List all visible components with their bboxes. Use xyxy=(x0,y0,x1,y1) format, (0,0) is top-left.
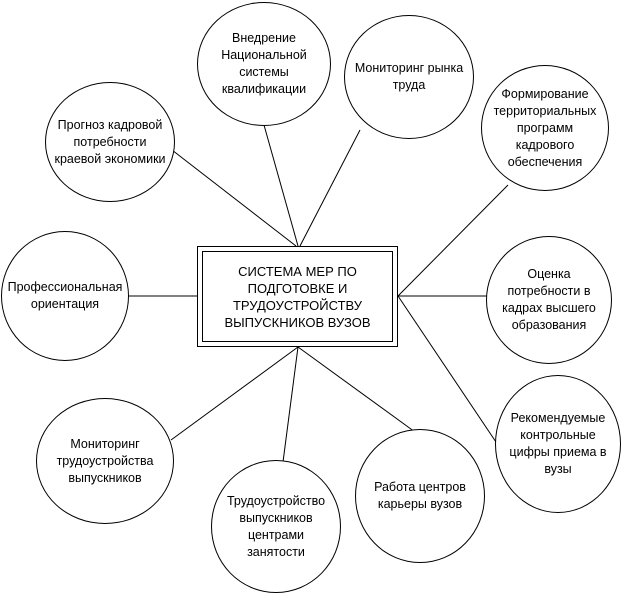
node-nsk: Внедрение Национальной системы квалифика… xyxy=(197,2,331,126)
node-label: Работа центров карьеры вузов xyxy=(374,480,466,511)
node-label: Рекомендуемые контрольные цифры приема в… xyxy=(509,411,607,476)
connector-labor-market xyxy=(299,129,361,247)
node-label: Мониторинг рынка труда xyxy=(354,61,464,92)
node-label: Профессиональная ориентация xyxy=(7,280,123,311)
node-admission: Рекомендуемые контрольные цифры приема в… xyxy=(495,375,621,513)
node-label: Трудоустройство выпускников центрами зан… xyxy=(226,493,326,559)
connector-career-centers xyxy=(297,346,416,433)
node-label: Мониторинг трудоустройства выпускников xyxy=(56,436,154,485)
node-label: Внедрение Национальной системы квалифика… xyxy=(221,31,307,96)
connector-admission xyxy=(397,295,501,449)
node-label: Оценка потребности в кадрах высшего обра… xyxy=(502,267,596,332)
node-label: Прогноз кадровой потребности краевой эко… xyxy=(54,117,166,166)
central-box-inner: СИСТЕМА МЕР ПО ПОДГОТОВКЕ И ТРУДОУСТРОЙС… xyxy=(202,251,393,342)
connector-grad-monitoring xyxy=(170,346,299,441)
node-higher-ed: Оценка потребности в кадрах высшего обра… xyxy=(486,236,612,364)
connector-territorial xyxy=(397,184,509,297)
central-title: СИСТЕМА МЕР ПО ПОДГОТОВКЕ И ТРУДОУСТРОЙС… xyxy=(224,263,371,330)
central-box: СИСТЕМА МЕР ПО ПОДГОТОВКЕ И ТРУДОУСТРОЙС… xyxy=(197,246,398,347)
node-career-centers: Работа центров карьеры вузов xyxy=(355,429,485,563)
node-label: Формирование территориальных программ ка… xyxy=(493,86,597,169)
connector-nsk xyxy=(263,124,299,247)
node-employment-centers: Трудоустройство выпускников центрами зан… xyxy=(211,460,341,593)
connector-employment-centers xyxy=(282,346,299,463)
connector-forecast xyxy=(171,149,297,247)
node-forecast: Прогноз кадровой потребности краевой эко… xyxy=(45,82,175,202)
node-labor-market: Мониторинг рынка труда xyxy=(344,15,474,139)
node-grad-monitoring: Мониторинг трудоустройства выпускников xyxy=(36,398,174,524)
node-territorial: Формирование территориальных программ ка… xyxy=(481,65,609,191)
node-career-guidance: Профессиональная ориентация xyxy=(1,231,129,361)
